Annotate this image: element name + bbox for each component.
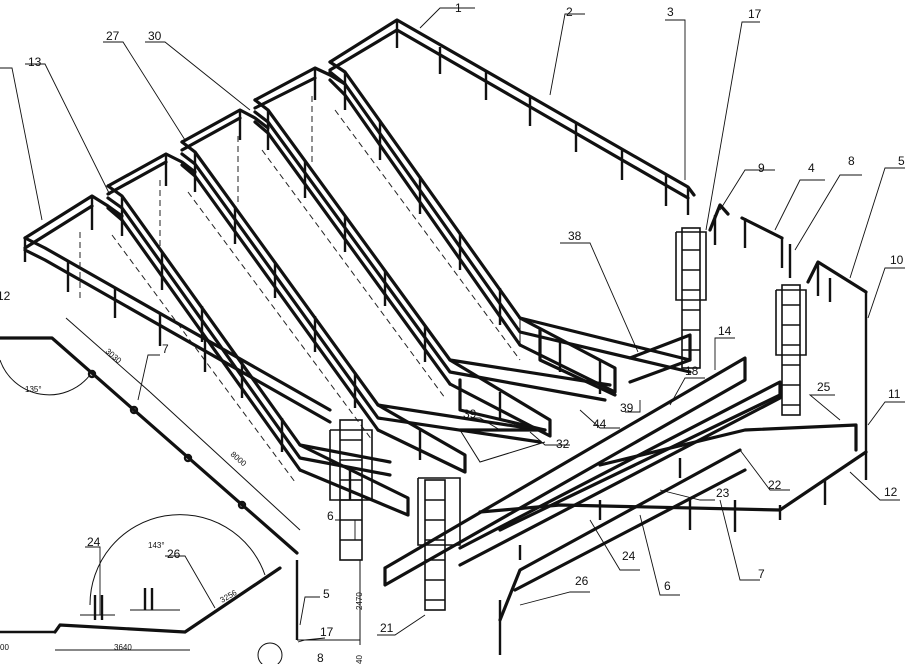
callout-26: 26 [575, 574, 589, 588]
dim-40: 40 [355, 655, 364, 664]
loose-rails [383, 356, 868, 655]
callout-25: 25 [817, 380, 831, 394]
platform-left [23, 96, 332, 424]
callout-5: 5 [898, 154, 905, 168]
callout-24-left: 24 [87, 535, 101, 549]
platform-top-railing [328, 18, 696, 215]
callout-23: 23 [716, 486, 730, 500]
dim-2470: 2470 [355, 592, 364, 610]
dim-135: 135° [25, 385, 42, 394]
callout-2: 2 [566, 5, 573, 19]
ladder-right-2 [775, 284, 807, 416]
ladder-centre [329, 419, 373, 561]
plan-view [0, 317, 361, 664]
dim-00: 00 [0, 643, 9, 652]
callout-1: 1 [455, 1, 462, 15]
callout-24: 24 [622, 549, 636, 563]
callout-17-left: 17 [320, 625, 334, 639]
callout-39b: 39 [620, 401, 634, 415]
callout-6: 6 [664, 579, 671, 593]
callout-7: 7 [758, 567, 765, 581]
dim-8000: 8000 [229, 450, 249, 469]
callout-30: 30 [148, 29, 162, 43]
dim-143: 143° [148, 541, 165, 550]
callout-39a: 39 [463, 407, 477, 421]
callout-12: 12 [884, 485, 898, 499]
callout-32: 32 [556, 437, 570, 451]
callout-11: 11 [888, 387, 901, 401]
ladder-bottom [417, 477, 461, 611]
callout-26-left: 26 [167, 547, 181, 561]
ladder-right-1 [675, 227, 707, 369]
exploded-parts [708, 203, 868, 480]
callout-17: 17 [748, 7, 762, 21]
callout-22: 22 [768, 478, 782, 492]
callout-7-left: 7 [162, 342, 169, 356]
ramp-2 [253, 66, 612, 438]
callout-27: 27 [106, 29, 120, 43]
callout-12-left: 12 [0, 289, 11, 303]
leader-lines [0, 7, 905, 643]
callout-21: 21 [380, 621, 394, 635]
callout-3: 3 [667, 5, 674, 19]
callout-10: 10 [890, 253, 904, 267]
ramp-1 [328, 60, 692, 397]
callout-14: 14 [718, 324, 732, 338]
callout-38: 38 [568, 229, 582, 243]
callout-6-left: 6 [327, 509, 334, 523]
callout-9: 9 [758, 161, 765, 175]
callout-18: 18 [685, 364, 699, 378]
dim-3640: 3640 [114, 643, 132, 652]
callout-8: 8 [848, 154, 855, 168]
callout-13: 13 [28, 55, 42, 69]
callout-4: 4 [808, 161, 815, 175]
ramp-4 [106, 152, 410, 517]
callout-8-left: 8 [317, 651, 324, 664]
dim-3030: 3030 [104, 347, 124, 366]
ramp-3 [180, 108, 547, 474]
callout-5-left: 5 [323, 587, 330, 601]
callout-44: 44 [593, 417, 607, 431]
